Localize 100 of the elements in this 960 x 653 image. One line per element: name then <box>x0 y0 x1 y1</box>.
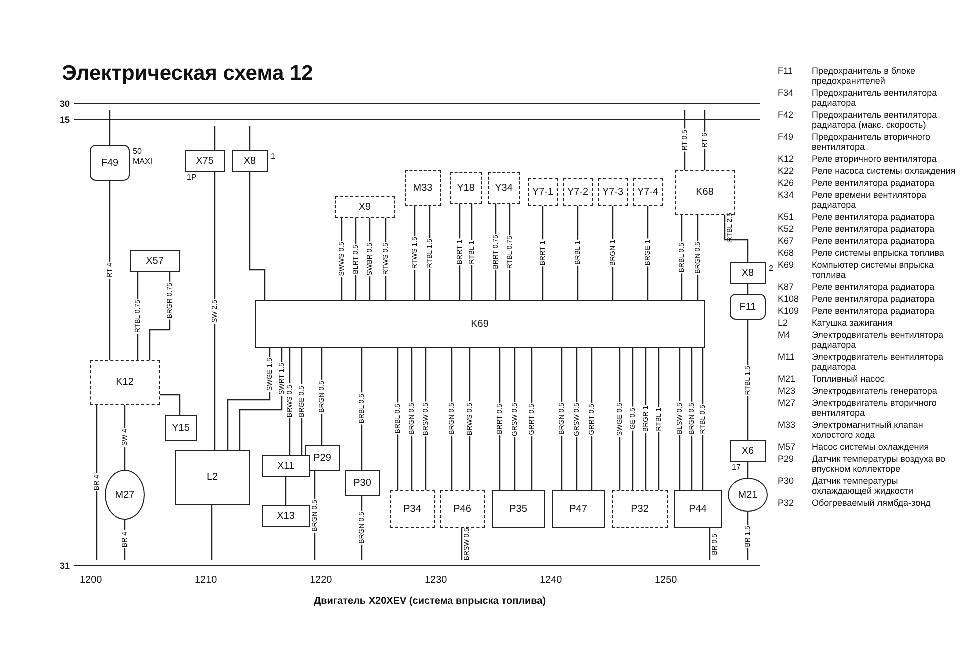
component-description: Предохранитель вторичного вентилятора <box>812 132 932 152</box>
component-description: Датчик температуры охлаждающей жидкости <box>812 476 915 496</box>
component-box: Y18 <box>450 172 482 204</box>
wire <box>211 505 213 560</box>
component-box: X57 <box>130 250 180 272</box>
component-code: M23 <box>778 386 797 396</box>
component-box: X13 <box>262 505 310 527</box>
bus-number: 1200 <box>80 575 102 586</box>
component-description: Реле вентилятора радиатора <box>812 294 936 304</box>
component-code: K12 <box>778 154 796 164</box>
component-code: F42 <box>778 110 795 122</box>
component-box: P34 <box>390 490 435 528</box>
component-description: Датчик температуры воздуха во впускном коллекторе <box>812 454 947 474</box>
component-box: X9 <box>335 196 395 218</box>
component-code: F34 <box>778 88 795 100</box>
component-description: Электродвигатель вентилятора радиатора <box>812 330 944 350</box>
component-code: M4 <box>778 330 792 342</box>
component-box: P29 <box>305 445 340 471</box>
component-code: K26 <box>778 178 796 188</box>
component-code: K52 <box>778 224 796 234</box>
component-code: F11 <box>778 66 794 78</box>
component-description: Реле системы впрыска топлива <box>812 248 946 258</box>
pin-label: 1P <box>187 173 197 182</box>
wire <box>96 405 98 560</box>
component-box: K69 <box>255 300 705 348</box>
fuse-symbol: F11 <box>730 294 766 320</box>
diagram-title: Электрическая схема 12 <box>62 62 314 86</box>
component-box: P32 <box>612 490 668 528</box>
component-code: P32 <box>778 498 796 508</box>
component-description: Реле вторичного вентилятора <box>812 154 938 164</box>
component-code: K69 <box>778 260 796 272</box>
component-code: K87 <box>778 282 796 292</box>
wire <box>109 181 111 360</box>
wire <box>461 528 463 560</box>
component-description: Реле вентилятора радиатора <box>812 236 936 246</box>
component-code: P30 <box>778 476 796 488</box>
wire <box>214 172 216 450</box>
component-description: Реле вентилятора радиатора <box>812 212 936 222</box>
wire <box>724 215 749 262</box>
component-description: Топливный насос <box>812 374 886 384</box>
component-description: Предохранитель вентилятора радиатора (макс. скорость) <box>812 110 938 130</box>
component-code: K108 <box>778 294 800 304</box>
component-box: X6 <box>730 440 766 462</box>
component-description: Электродвигатель вентилятора радиатора <box>812 352 944 372</box>
rail-label: 31 <box>60 561 74 571</box>
component-code: K67 <box>778 236 796 246</box>
component-box: P47 <box>552 490 605 528</box>
component-box: Y7-1 <box>528 178 558 206</box>
component-box: Y7-4 <box>633 178 663 206</box>
caption: Двигатель X20XEV (система впрыска топлива) <box>312 596 548 607</box>
component-description: Реле насоса системы охлаждения <box>812 166 956 176</box>
pin-label: MAXI <box>133 157 153 166</box>
component-box: M33 <box>405 170 441 206</box>
pin-label: 2 <box>769 264 774 273</box>
component-box: Y34 <box>488 172 520 204</box>
component-description: Электромагнитный клапан холостого хода <box>812 420 924 440</box>
component-box: P35 <box>492 490 545 528</box>
component-box: P46 <box>440 490 485 528</box>
component-description: Реле вентилятора радиатора <box>812 224 936 234</box>
component-description: Реле времени вентилятора радиатора <box>812 190 928 210</box>
pin-label: 50 <box>133 147 142 156</box>
motor-symbol: M21 <box>728 478 768 512</box>
component-description: Предохранитель в блоке предохранителей <box>812 66 917 86</box>
wire <box>249 172 266 300</box>
component-code: M27 <box>778 398 797 410</box>
pin-label: 17 <box>732 463 741 472</box>
wire <box>285 477 287 505</box>
component-description: Электродвигатель вторичного вентилятора <box>812 398 938 418</box>
component-box: X11 <box>262 455 310 477</box>
component-description: Обогреваемый лямбда-зонд <box>812 498 932 508</box>
component-box: Y15 <box>165 415 197 441</box>
component-box: P30 <box>345 470 380 496</box>
wire <box>709 528 711 560</box>
rail-label: 30 <box>60 99 74 109</box>
wire <box>160 394 181 415</box>
component-code: K68 <box>778 248 796 258</box>
component-code: K109 <box>778 306 800 316</box>
component-code: K22 <box>778 166 796 176</box>
component-description: Реле вентилятора радиатора <box>812 178 936 188</box>
component-code: L2 <box>778 318 790 328</box>
pin-label: 1 <box>271 152 276 161</box>
wire <box>747 284 749 294</box>
component-description: Реле вентилятора радиатора <box>812 306 936 316</box>
component-code: F49 <box>778 132 795 144</box>
component-description: Компьютер системы впрыска топлива <box>812 260 936 280</box>
bus-number: 1240 <box>540 575 562 586</box>
component-box: X8 <box>730 262 766 284</box>
component-code: K51 <box>778 212 796 222</box>
component-description: Насос системы охлаждения <box>812 442 930 452</box>
component-description: Предохранитель вентилятора радиатора <box>812 88 938 108</box>
wire <box>249 126 251 150</box>
component-code: M33 <box>778 420 797 432</box>
wire <box>632 348 634 490</box>
wire <box>747 462 749 478</box>
bus-number: 1220 <box>310 575 332 586</box>
component-description: Реле вентилятора радиатора <box>812 282 936 292</box>
component-box: X8 <box>232 150 268 172</box>
component-description: Электродвигатель генератора <box>812 386 938 396</box>
component-box: P44 <box>674 490 722 528</box>
component-code: K34 <box>778 190 796 202</box>
